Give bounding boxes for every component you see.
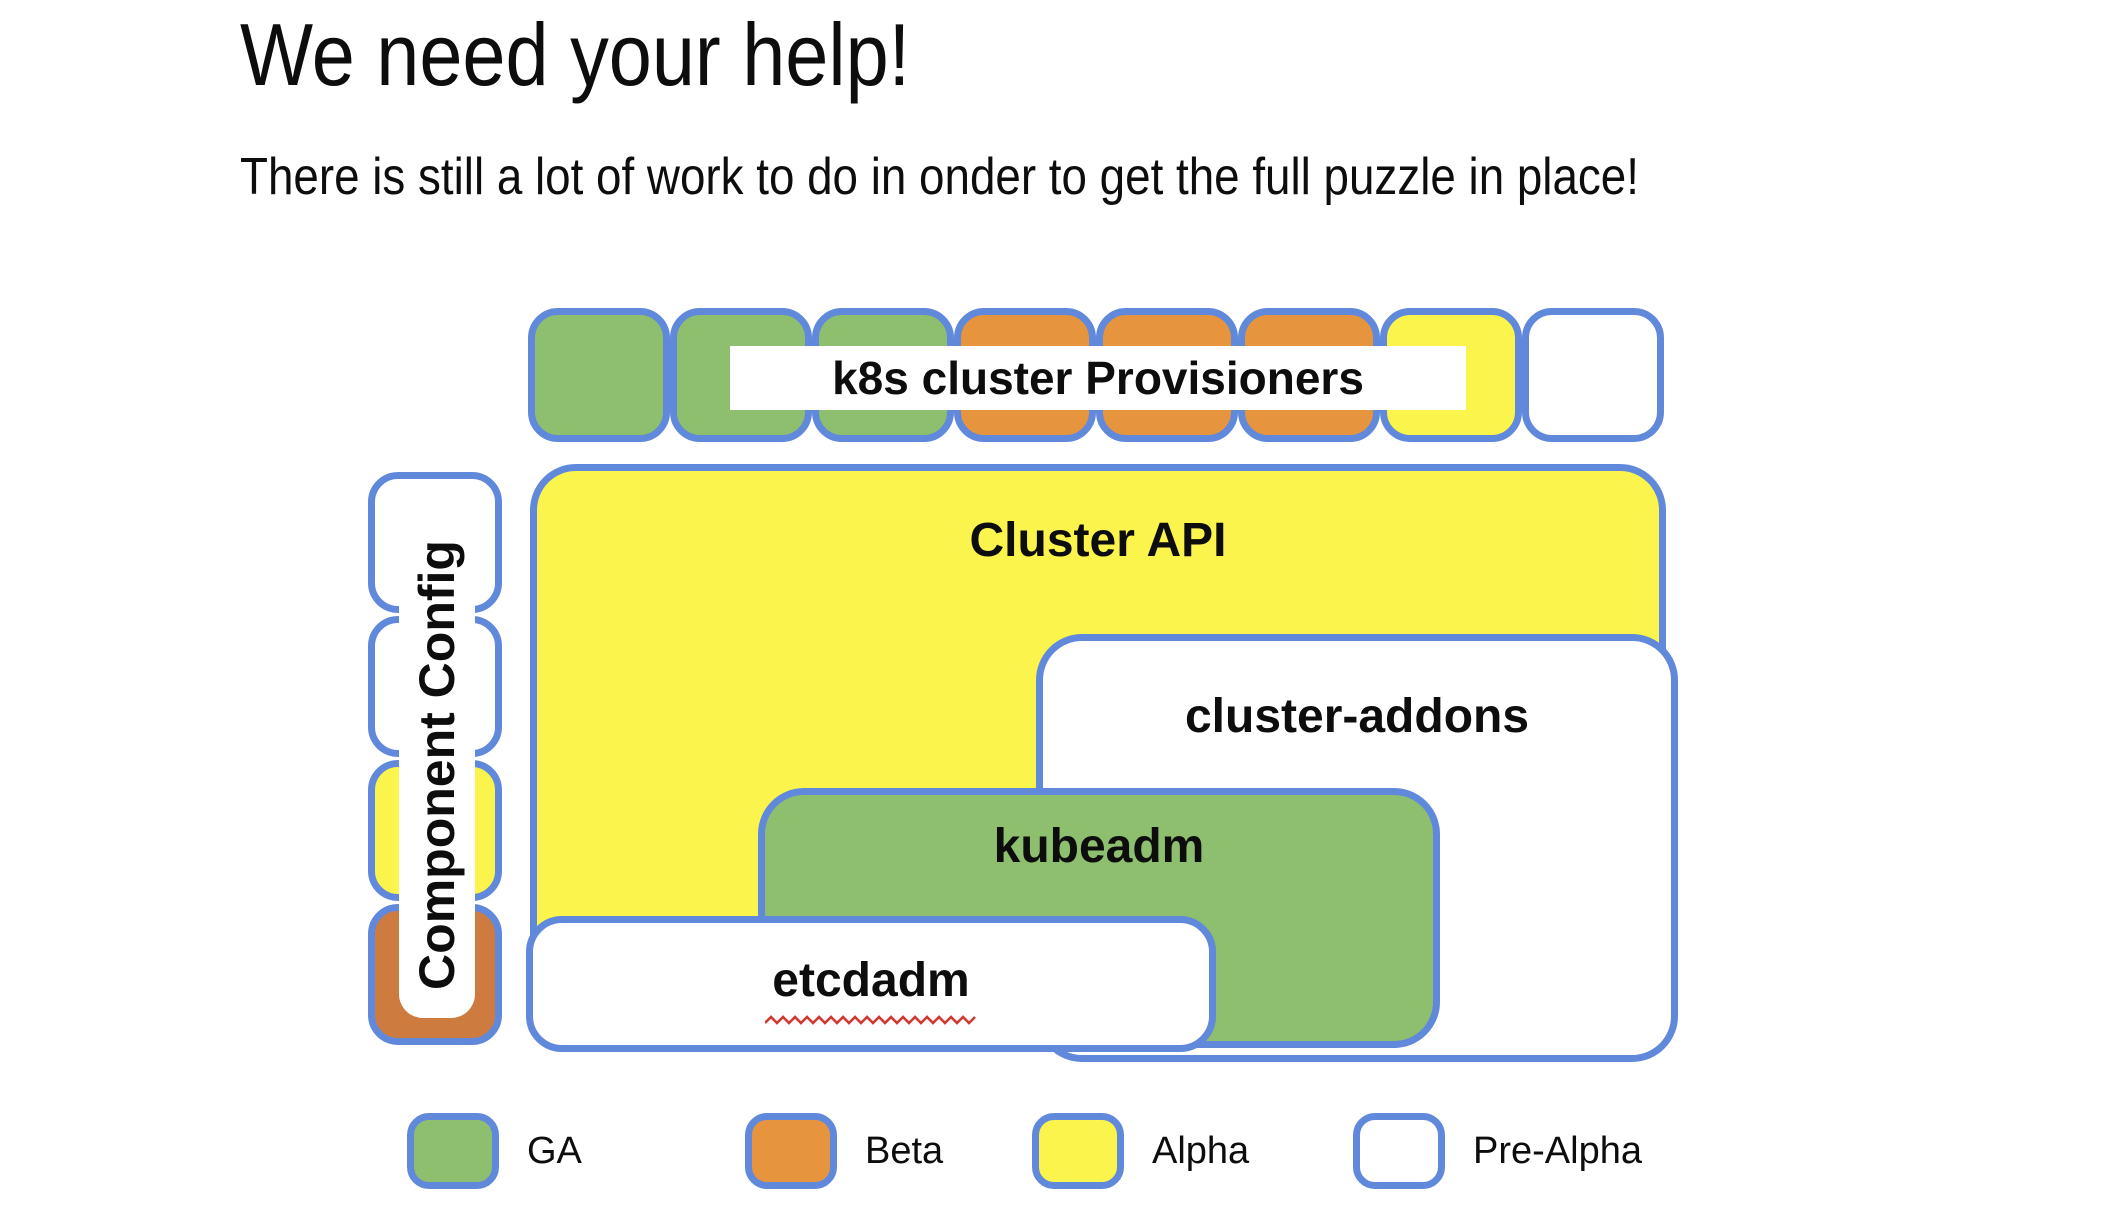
- provisioner-square-pre-alpha: [1522, 308, 1664, 442]
- legend-swatch-ga: [407, 1113, 499, 1189]
- legend-swatch-alpha: [1032, 1113, 1124, 1189]
- legend-label: Beta: [865, 1129, 944, 1172]
- legend-item-pre-alpha: Pre-Alpha: [1353, 1113, 1642, 1189]
- etcdadm-label: etcdadm: [772, 954, 970, 1007]
- legend-item-beta: Beta: [745, 1113, 943, 1189]
- page-title-text: We need your help!: [240, 5, 911, 104]
- page-subtitle: There is still a lot of work to do in on…: [240, 148, 1830, 208]
- cluster-addons-label: cluster-addons: [1184, 690, 1530, 743]
- cluster-api-label: Cluster API: [969, 514, 1227, 567]
- provisioner-square-ga: [528, 308, 670, 442]
- legend-swatch-pre-alpha: [1353, 1113, 1445, 1189]
- provisioners-label-text: k8s cluster Provisioners: [832, 352, 1364, 404]
- page-title: We need your help!: [240, 5, 1002, 105]
- spellcheck-squiggle-icon: [765, 1015, 976, 1025]
- box-etcdadm: etcdadm: [526, 916, 1216, 1052]
- component-config-label-text: Component Config: [409, 540, 465, 990]
- kubeadm-label: kubeadm: [993, 820, 1205, 873]
- legend-label: Pre-Alpha: [1473, 1129, 1642, 1172]
- legend-item-alpha: Alpha: [1032, 1113, 1249, 1189]
- provisioners-label: k8s cluster Provisioners: [730, 346, 1466, 410]
- component-config-label: Component Config: [399, 512, 475, 1018]
- page-subtitle-text: There is still a lot of work to do in on…: [240, 148, 1639, 206]
- legend-label: Alpha: [1152, 1129, 1250, 1172]
- legend-swatch-beta: [745, 1113, 837, 1189]
- legend-item-ga: GA: [407, 1113, 582, 1189]
- legend-label: GA: [527, 1129, 582, 1172]
